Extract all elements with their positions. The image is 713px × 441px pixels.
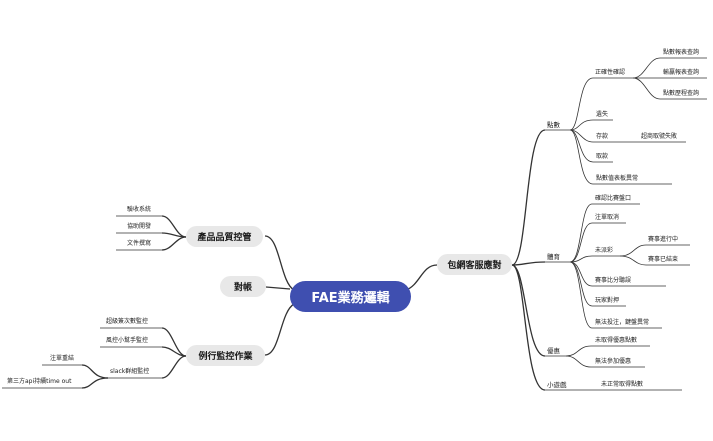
leaf-super-sign-monitoring: 超級簽次數監控 [106, 318, 149, 325]
leaf-acceptance-system: 驗收系統 [127, 206, 152, 213]
leaf-unpaid: 未派彩 [595, 247, 614, 254]
leaf-win-loss-report-query: 輸贏報表查詢 [663, 69, 700, 76]
leaf-assist-development: 協助開發 [127, 223, 152, 230]
leaf-slack-monitoring: slack群組監控 [110, 368, 150, 375]
root-topic[interactable]: FAE業務邏輯 [290, 281, 411, 312]
leaf-player-hedge: 玩家對押 [595, 297, 620, 304]
leaf-accuracy-check: 正確性確認 [595, 69, 626, 76]
leaf-lost: 遺失 [596, 111, 609, 118]
leaf-withdraw: 取款 [596, 153, 609, 160]
group-mini-games: 小遊戲 [547, 381, 567, 389]
leaf-risk-helper-monitoring: 風控小幫手監控 [106, 337, 149, 344]
leaf-minigame-points-missing: 未正常取得點數 [601, 381, 644, 388]
group-points: 點數 [547, 121, 560, 129]
group-sports: 體育 [547, 253, 560, 261]
topic-customer-service[interactable]: 包網客服應對 [437, 254, 512, 275]
topic-quality-control[interactable]: 產品品質控管 [186, 226, 263, 247]
leaf-documentation: 文件撰寫 [127, 240, 152, 247]
leaf-points-history-query: 點數歷程查詢 [663, 90, 700, 97]
leaf-bet-resettle: 注單重結 [50, 355, 75, 362]
leaf-points-dashboard-error: 點數值表板異常 [596, 175, 639, 182]
topic-reconciliation[interactable]: 對帳 [220, 276, 266, 297]
leaf-cannot-join-promo: 無法參加優惠 [595, 358, 632, 365]
leaf-match-ended: 賽事已結束 [648, 256, 679, 263]
leaf-points-report-query: 點數報表查詢 [663, 49, 700, 56]
leaf-score-error: 賽事比分聽誤 [595, 277, 632, 284]
leaf-store-code-failed: 超商取號失敗 [641, 133, 678, 140]
leaf-third-party-timeout: 第三方api持續time out [7, 378, 72, 385]
leaf-cannot-bet-keyboard-error: 無法投注，鍵盤異常 [595, 319, 650, 326]
leaf-promo-points-missing: 未取得優惠點數 [595, 337, 638, 344]
leaf-bet-cancelled: 注單取消 [595, 214, 620, 221]
leaf-confirm-odds: 確認比賽盤口 [595, 195, 632, 202]
topic-routine-monitoring[interactable]: 例行監控作業 [186, 345, 265, 366]
group-promotions: 優惠 [547, 347, 560, 355]
leaf-deposit: 存款 [596, 133, 609, 140]
leaf-match-in-progress: 賽事進行中 [648, 236, 679, 243]
